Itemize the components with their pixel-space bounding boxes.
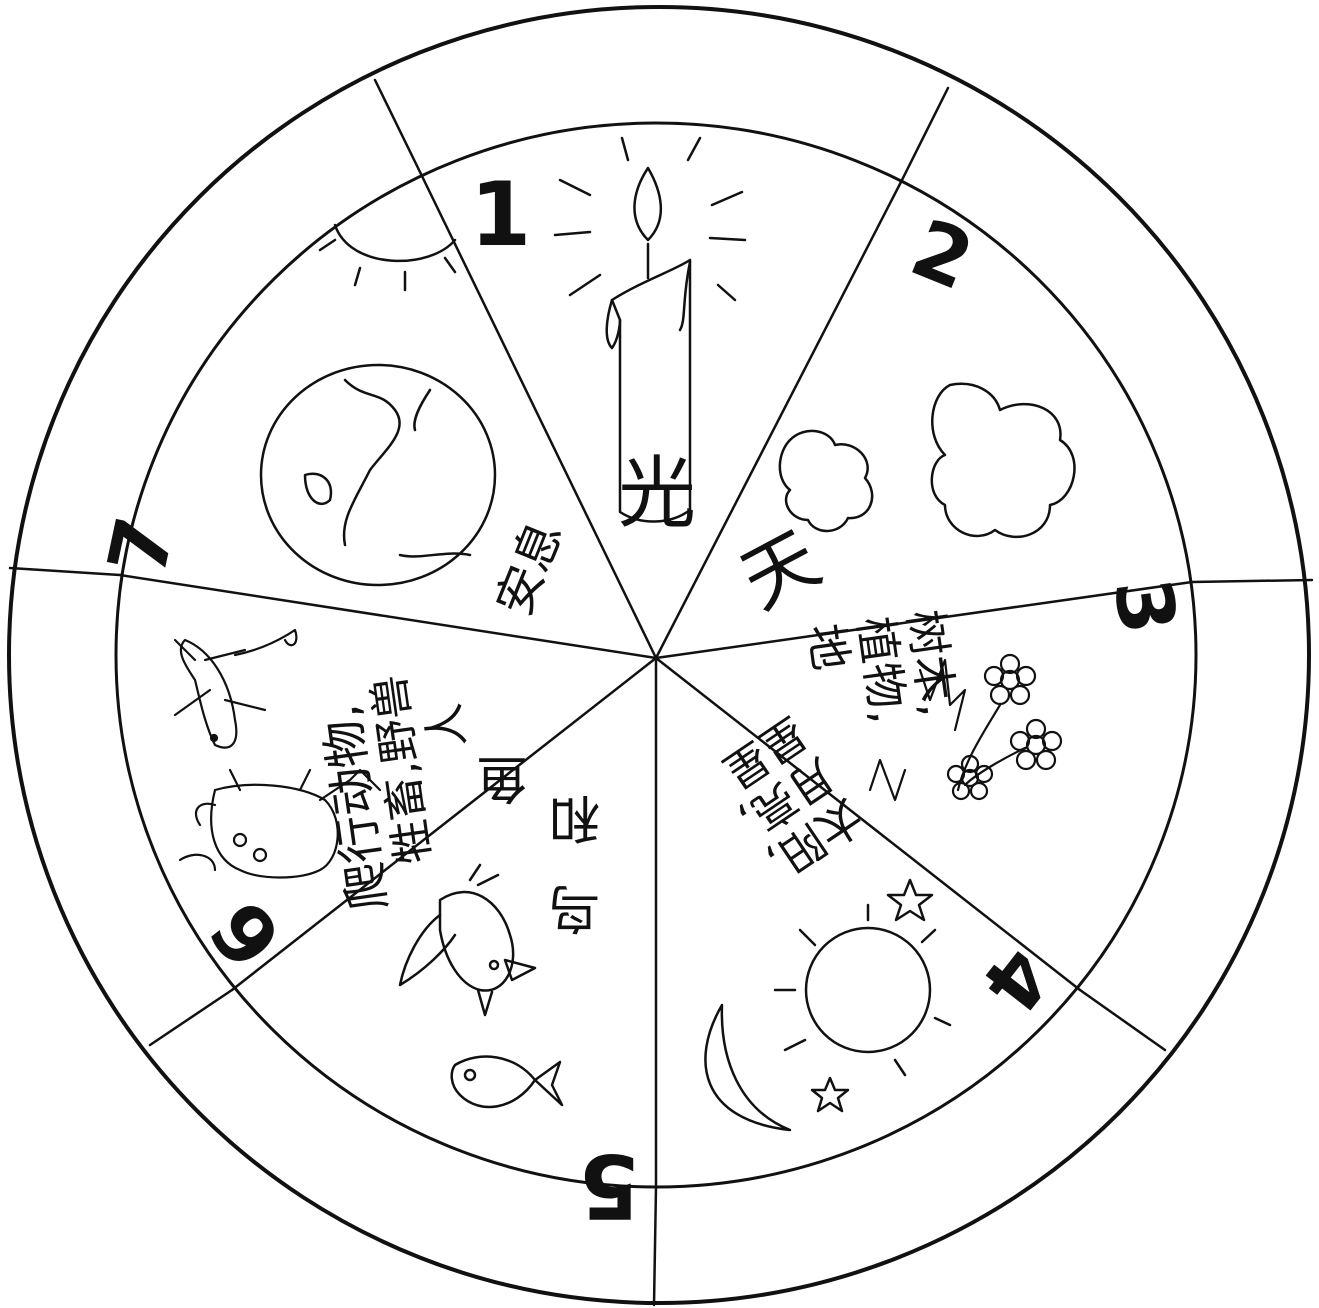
segment-6-text: 爬行动物, 牲畜,野兽 人: [310, 665, 496, 914]
segment-number-2: 2: [899, 201, 985, 308]
segment-4-text: 太阳, 月亮, 星星: [702, 706, 871, 888]
segment-number-7: 7: [90, 509, 193, 583]
segment-7-text: 安息: [486, 514, 574, 624]
segment-6-text-line-3: 人: [418, 700, 475, 751]
segment-3-text-line-3: 地: [798, 620, 858, 673]
segment-number-4: 4: [963, 930, 1067, 1028]
sun-moon-star-icon: [705, 880, 950, 1130]
segment-number-3: 3: [1096, 573, 1193, 639]
segment-5-text-line-3: 鱼: [476, 747, 528, 807]
wedge-dividers: [120, 172, 1192, 1187]
segment-5-text-line-1: 鸟: [548, 877, 600, 937]
segment-number-5: 5: [579, 1134, 640, 1237]
bird-fish-icon: [400, 865, 562, 1107]
cloud-icon: [780, 384, 1075, 537]
segment-number-1: 1: [470, 163, 531, 266]
segment-5-text-line-2: 和: [548, 787, 600, 847]
outer-ring: [9, 7, 1309, 1303]
earth-icon: [261, 225, 495, 585]
segment-1-text: 光: [618, 449, 696, 539]
segment-2-text: 天: [728, 515, 834, 626]
segment-5-text: 鸟 和 鱼: [476, 747, 600, 937]
segment-number-6: 6: [193, 884, 301, 985]
segment-3-text: 树木, 植物, 地: [798, 606, 965, 733]
